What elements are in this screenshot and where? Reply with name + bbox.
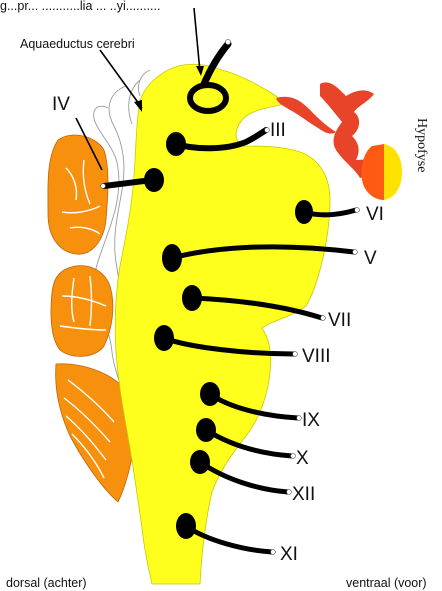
nucleus-xi	[176, 513, 196, 539]
nucleus-vi	[295, 200, 313, 224]
nucleus-x	[196, 418, 216, 442]
hypophysis-body-red	[361, 144, 384, 200]
nucleus-xii	[190, 450, 210, 474]
label-iv: IV	[52, 94, 70, 115]
aqueduct-leader	[100, 50, 142, 108]
label-vi: VI	[366, 204, 384, 225]
colliculus-superior	[48, 135, 108, 254]
hypofyse-label: Hypofyse	[414, 118, 429, 172]
brainstem	[115, 64, 330, 584]
label-xi: XI	[280, 544, 298, 565]
nucleus-iii	[166, 132, 186, 156]
ventral-label: ventraal (voor)	[346, 576, 427, 590]
label-x: X	[296, 448, 309, 469]
label-vii: VII	[328, 310, 351, 331]
label-iii: III	[270, 120, 286, 141]
nucleus-vii	[182, 285, 202, 311]
dorsal-label: dorsal (achter)	[6, 576, 87, 590]
top-caption: g...pr... ...........lia ... ..yi.......…	[0, 0, 160, 13]
aqueduct-arrowhead	[134, 100, 142, 112]
aqueduct-label: Aquaeductus cerebri	[20, 37, 135, 51]
nucleus-iv	[144, 168, 164, 192]
nucleus-v	[162, 244, 182, 272]
label-ix: IX	[302, 410, 320, 431]
hypophysis-body-yellow	[384, 144, 402, 200]
top-caption-leader	[194, 8, 200, 72]
label-v: V	[364, 248, 377, 269]
label-viii: VIII	[302, 346, 331, 367]
label-xii: XII	[292, 484, 315, 505]
nucleus-ix	[200, 382, 220, 406]
colliculus-inferior	[51, 266, 113, 357]
nucleus-viii	[154, 325, 174, 351]
